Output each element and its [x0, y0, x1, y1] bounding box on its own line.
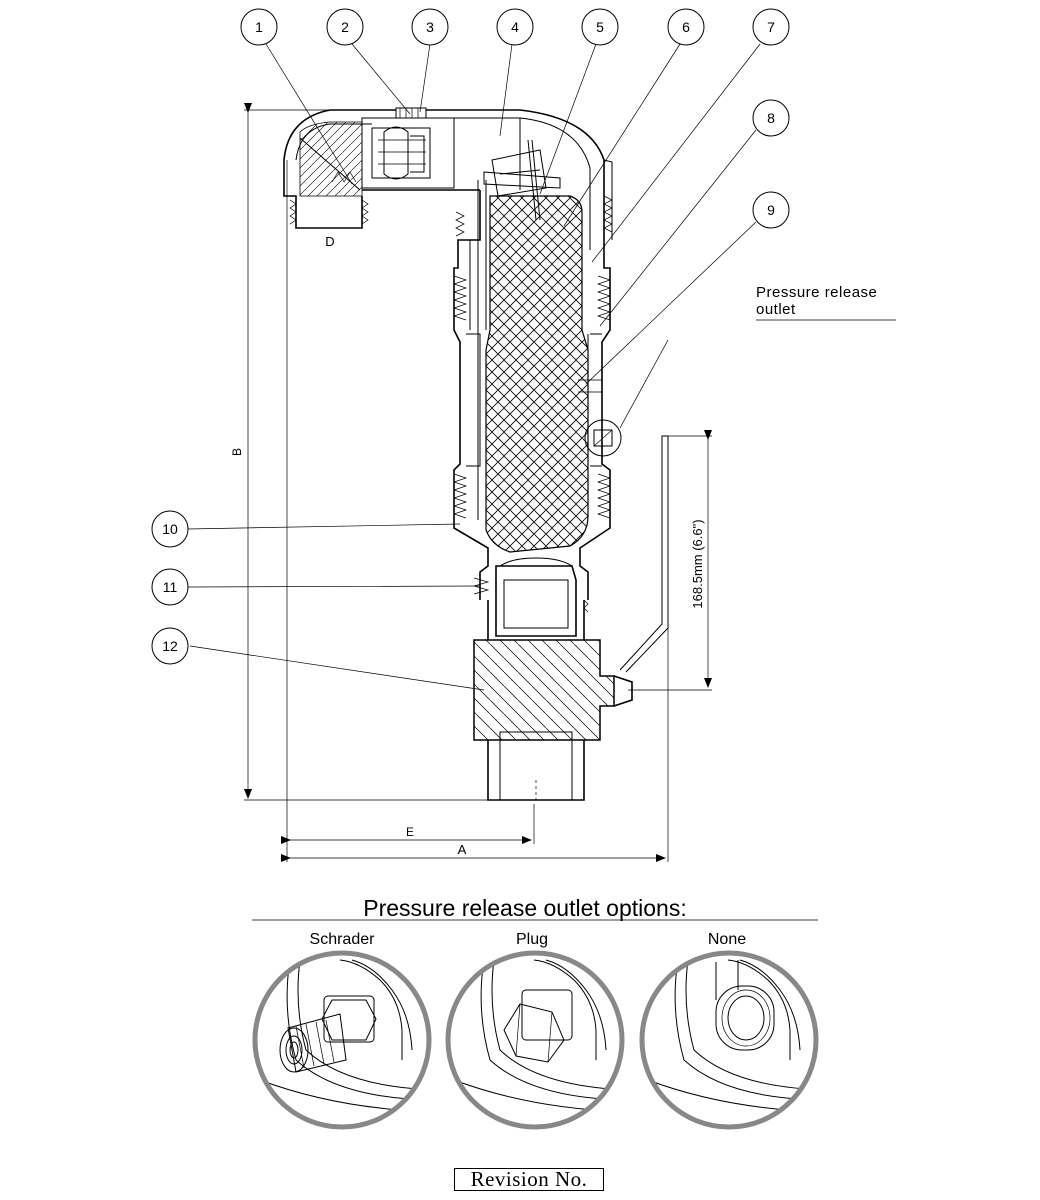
callout-leaders — [187, 43, 896, 691]
dimension-b-label: B — [230, 448, 244, 456]
callout-8: 8 — [752, 99, 790, 137]
option-schrader-label: Schrader — [310, 931, 376, 948]
option-plug-label: Plug — [516, 931, 548, 948]
pressure-release-outlet-label-line2: outlet — [756, 301, 796, 318]
options-title: Pressure release outlet options: — [363, 895, 686, 921]
valve-section-view — [283, 107, 669, 801]
svg-text:9: 9 — [767, 202, 775, 218]
callout-4: 4 — [496, 8, 534, 46]
option-none-detail — [639, 950, 819, 1130]
callout-9: 9 — [752, 191, 790, 229]
callout-5: 5 — [581, 8, 619, 46]
svg-text:2: 2 — [341, 19, 349, 35]
svg-text:7: 7 — [767, 19, 775, 35]
svg-text:5: 5 — [596, 19, 604, 35]
callout-11: 11 — [151, 568, 189, 606]
callout-1: 1 — [240, 8, 278, 46]
callout-12: 12 — [151, 627, 189, 665]
svg-text:12: 12 — [162, 638, 178, 654]
option-none-label: None — [708, 931, 746, 948]
svg-text:11: 11 — [163, 579, 178, 595]
port-d-label: D — [325, 234, 334, 249]
svg-text:1: 1 — [255, 19, 263, 35]
svg-text:6: 6 — [682, 19, 690, 35]
pressure-release-outlet-label-line1: Pressure release — [756, 284, 877, 301]
dimensions — [244, 103, 712, 862]
svg-text:8: 8 — [767, 110, 775, 126]
svg-text:3: 3 — [426, 19, 434, 35]
callout-7: 7 — [752, 8, 790, 46]
dimension-a-label: A — [458, 842, 467, 857]
option-schrader-detail — [252, 950, 432, 1130]
callout-3: 3 — [411, 8, 449, 46]
dimension-height-label: 168.5mm (6.6") — [690, 519, 705, 608]
option-plug-detail — [445, 950, 625, 1130]
dimension-e-label: E — [406, 825, 414, 839]
callout-10: 10 — [151, 510, 189, 548]
callout-2: 2 — [326, 8, 364, 46]
svg-text:10: 10 — [162, 521, 178, 537]
svg-text:4: 4 — [511, 19, 519, 35]
callout-6: 6 — [667, 8, 705, 46]
revision-number-box: Revision No. — [454, 1168, 604, 1191]
